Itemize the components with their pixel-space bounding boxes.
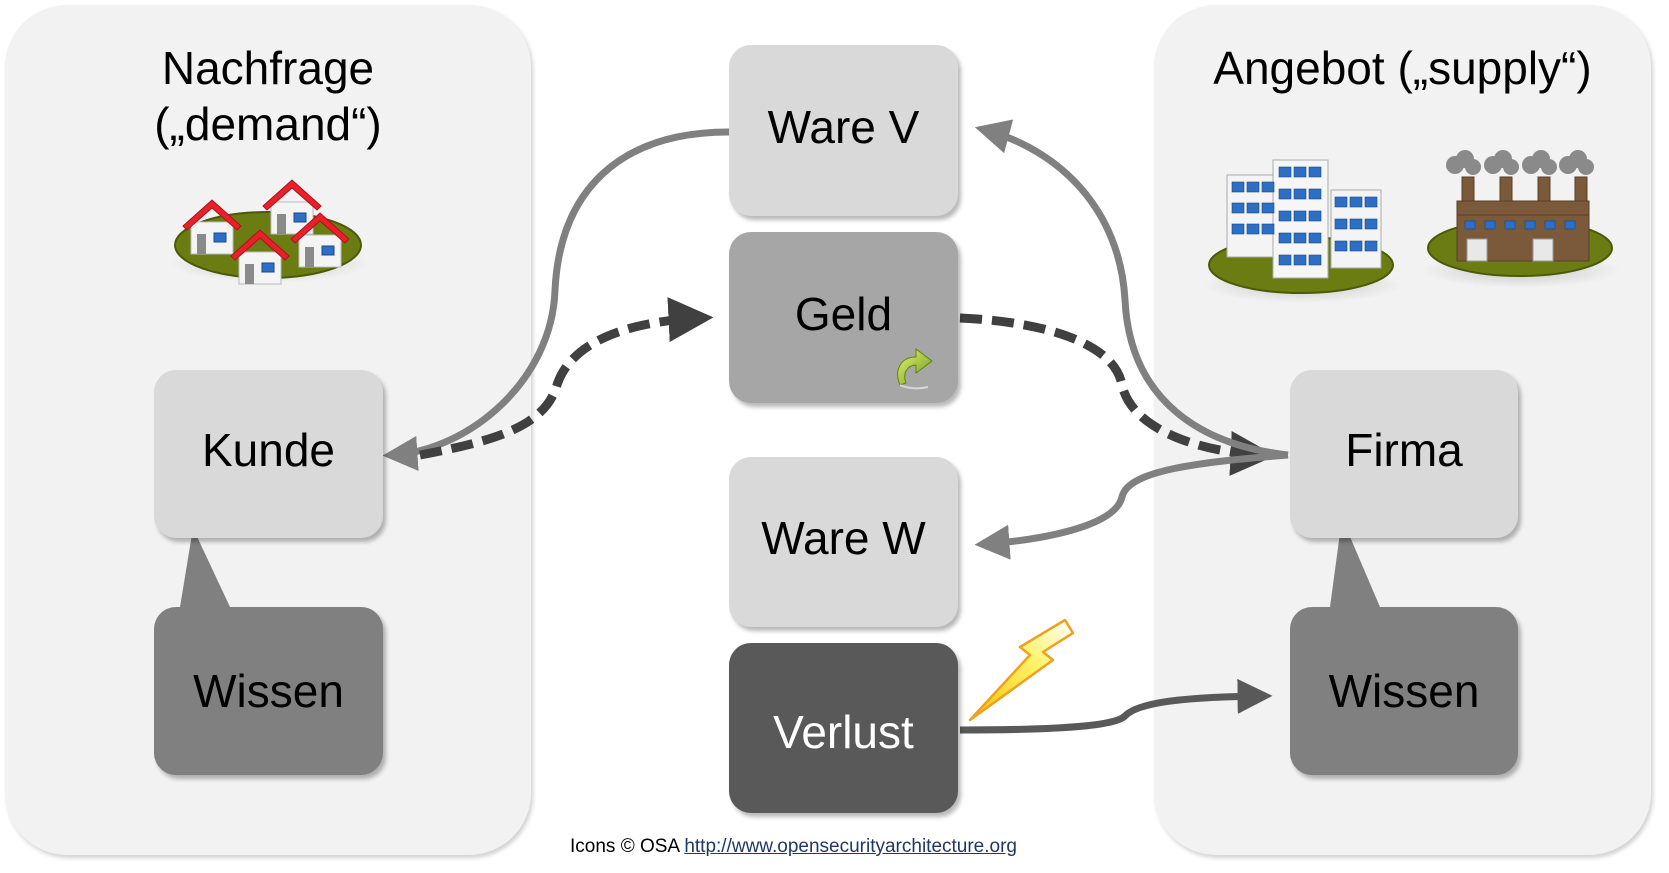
- ware-w-label: Ware W: [761, 512, 926, 564]
- lightning-icon: [968, 618, 1075, 722]
- geld-label: Geld: [794, 287, 893, 340]
- verlust-box: Verlust: [729, 643, 958, 813]
- kunde-box: Kunde: [154, 370, 383, 538]
- verlust-label: Verlust: [773, 706, 914, 758]
- osa-link[interactable]: http://www.opensecurityarchitecture.org: [684, 836, 1017, 857]
- supply-title: Angebot („supply“): [1213, 42, 1592, 94]
- credit-text: Icons © OSA: [570, 836, 680, 857]
- kunde-label: Kunde: [201, 424, 335, 476]
- wissen-supply-box: Wissen: [1290, 607, 1518, 775]
- office-buildings-icon: [1205, 159, 1403, 303]
- firma-label: Firma: [1345, 424, 1463, 476]
- wissen-supply-label: Wissen: [1328, 665, 1480, 717]
- ware-v-label: Ware V: [767, 100, 920, 153]
- factory-icon: [1425, 150, 1621, 288]
- redo-arrow-icon: [897, 348, 933, 390]
- demand-title-line2: („demand“): [154, 98, 382, 150]
- demand-title-line1: Nachfrage: [161, 42, 375, 94]
- geld-box: Geld: [729, 232, 958, 403]
- house: [182, 179, 350, 285]
- wissen-demand-box: Wissen: [154, 607, 383, 775]
- footer-credit: Icons © OSA http://www.opensecurityarchi…: [570, 836, 1017, 858]
- ware-w-box: Ware W: [729, 457, 958, 627]
- demand-title: Nachfrage („demand“): [5, 40, 531, 152]
- houses-icon: [170, 179, 370, 285]
- ware-v-box: Ware V: [729, 45, 958, 216]
- firma-box: Firma: [1290, 370, 1518, 538]
- wissen-demand-label: Wissen: [193, 665, 344, 717]
